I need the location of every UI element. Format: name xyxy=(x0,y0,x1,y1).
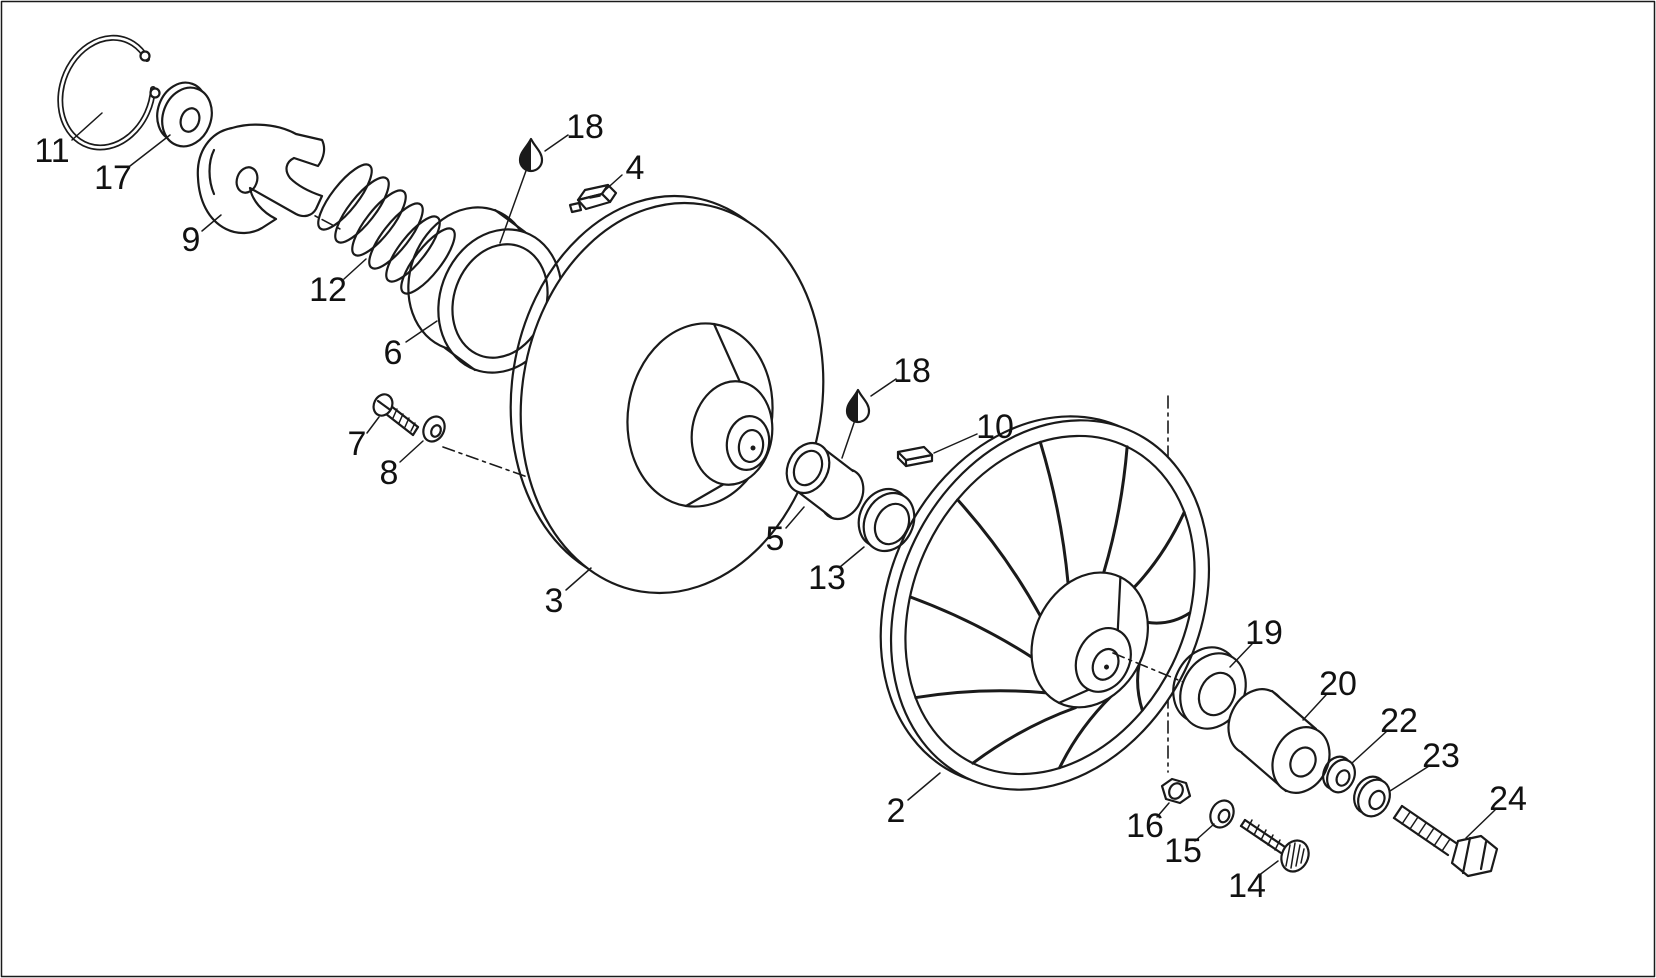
callout-18-b: 18 xyxy=(893,352,931,390)
callout-12: 12 xyxy=(309,271,347,309)
oil-drop-pointer-1 xyxy=(499,167,528,244)
oil-drop-icon-2 xyxy=(845,388,871,424)
part-8-washer xyxy=(422,415,446,443)
part-4-slider-block xyxy=(568,183,618,214)
part-15-washer xyxy=(1209,799,1235,829)
part-9-ramp-plate xyxy=(196,123,326,235)
callout-10: 10 xyxy=(976,408,1014,446)
callout-23: 23 xyxy=(1422,737,1460,775)
part-2-spoked-sheave xyxy=(879,415,1211,791)
callout-labels: 11 17 9 12 6 18 4 7 8 3 5 18 10 13 2 19 … xyxy=(34,108,1527,905)
oil-drop-pointer-2 xyxy=(841,419,856,459)
part-3-drive-face xyxy=(509,194,825,595)
part-11-snap-ring xyxy=(57,34,161,151)
callout-16: 16 xyxy=(1126,807,1164,845)
callout-11: 11 xyxy=(34,132,69,170)
callout-7: 7 xyxy=(348,425,367,463)
part-23-lock-washer xyxy=(1353,775,1391,818)
callout-9: 9 xyxy=(182,221,201,259)
callout-15: 15 xyxy=(1164,832,1202,870)
part-14-screw xyxy=(1239,818,1310,873)
oil-drop-icon xyxy=(518,137,544,173)
callout-24: 24 xyxy=(1489,780,1527,818)
callout-6: 6 xyxy=(384,334,403,372)
callout-14: 14 xyxy=(1228,867,1266,905)
callout-18-a: 18 xyxy=(566,108,604,146)
part-5-bushing xyxy=(785,441,865,521)
part-17-washer xyxy=(156,81,213,148)
callout-13: 13 xyxy=(808,559,846,597)
callout-2: 2 xyxy=(887,792,906,830)
callout-5: 5 xyxy=(766,520,785,558)
part-24-hex-bolt xyxy=(1392,804,1499,878)
part-20-spacer-sleeve xyxy=(1227,688,1331,794)
part-12-spring xyxy=(317,163,456,295)
leader-lines xyxy=(71,112,1496,877)
callout-22: 22 xyxy=(1380,702,1418,740)
callout-20: 20 xyxy=(1319,665,1357,703)
part-22-washer xyxy=(1322,755,1356,794)
callout-4: 4 xyxy=(626,149,645,187)
callout-3: 3 xyxy=(545,582,564,620)
callout-17: 17 xyxy=(94,159,132,197)
part-10-key xyxy=(896,445,934,468)
part-7-screw xyxy=(372,393,420,437)
callout-19: 19 xyxy=(1245,614,1283,652)
part-16-nut xyxy=(1160,777,1192,805)
callout-8: 8 xyxy=(380,454,399,492)
